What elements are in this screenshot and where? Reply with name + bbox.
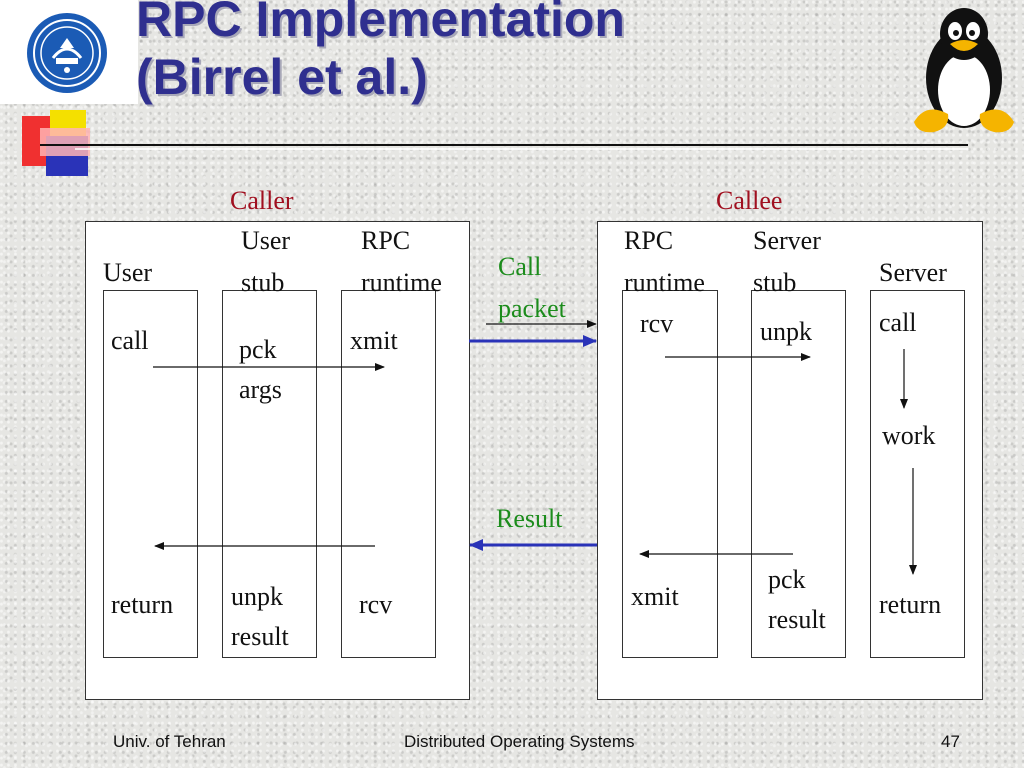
- server-return-text: return: [879, 590, 942, 619]
- title-line-2: (Birrel et al.): [136, 49, 428, 105]
- user-call-text: call: [111, 326, 149, 355]
- user-stub-header-line-2: stub: [241, 268, 285, 297]
- footer-course: Distributed Operating Systems: [404, 732, 635, 751]
- tux-penguin-icon: [908, 4, 1020, 134]
- caller-runtime-header-line-2: runtime: [361, 268, 442, 297]
- server-stub-pck-text: pck: [768, 565, 806, 594]
- footer-university: Univ. of Tehran: [113, 732, 226, 751]
- result-label: Result: [496, 504, 563, 533]
- server-stub-result-text: result: [768, 605, 826, 634]
- server-stub-header-line-1: Server: [753, 226, 821, 255]
- stub-args-text: args: [239, 375, 282, 404]
- title-divider: [40, 144, 968, 146]
- title-divider-highlight: [75, 148, 968, 150]
- caller-runtime-header-line-1: RPC: [361, 226, 411, 255]
- callee-runtime-header-line-2: runtime: [624, 268, 705, 297]
- caller-runtime-rcv-text: rcv: [359, 590, 393, 619]
- server-call-text: call: [879, 308, 917, 337]
- footer-page-number: 47: [941, 732, 960, 751]
- stub-result-text: result: [231, 622, 289, 651]
- server-column: [870, 290, 965, 658]
- caller-runtime-column: [341, 290, 436, 658]
- title-line-1: RPC Implementation: [136, 0, 625, 47]
- decorative-pink-square: [40, 128, 90, 156]
- user-stub-header-line-1: User: [241, 226, 291, 255]
- user-return-text: return: [111, 590, 174, 619]
- call-packet-label-line-1: Call: [498, 252, 542, 281]
- server-stub-unpk-text: unpk: [760, 317, 812, 346]
- user-stub-column: [222, 290, 317, 658]
- callee-runtime-header-line-1: RPC: [624, 226, 674, 255]
- user-header: User: [103, 258, 153, 287]
- stub-pck-text: pck: [239, 335, 277, 364]
- user-column: [103, 290, 198, 658]
- slide-title: RPC Implementation (Birrel et al.): [136, 0, 625, 106]
- callee-runtime-rcv-text: rcv: [640, 309, 674, 338]
- call-packet-label-line-2: packet: [498, 294, 566, 323]
- server-header: Server: [879, 258, 947, 287]
- caller-runtime-xmit-text: xmit: [350, 326, 398, 355]
- callee-runtime-xmit-text: xmit: [631, 582, 679, 611]
- server-stub-column: [751, 290, 846, 658]
- university-logo-icon: [26, 12, 108, 94]
- server-stub-header-line-2: stub: [753, 268, 797, 297]
- callee-runtime-column: [622, 290, 718, 658]
- stub-unpk-text: unpk: [231, 582, 283, 611]
- caller-label: Caller: [230, 186, 294, 215]
- callee-label: Callee: [716, 186, 783, 215]
- server-work-text: work: [882, 421, 936, 450]
